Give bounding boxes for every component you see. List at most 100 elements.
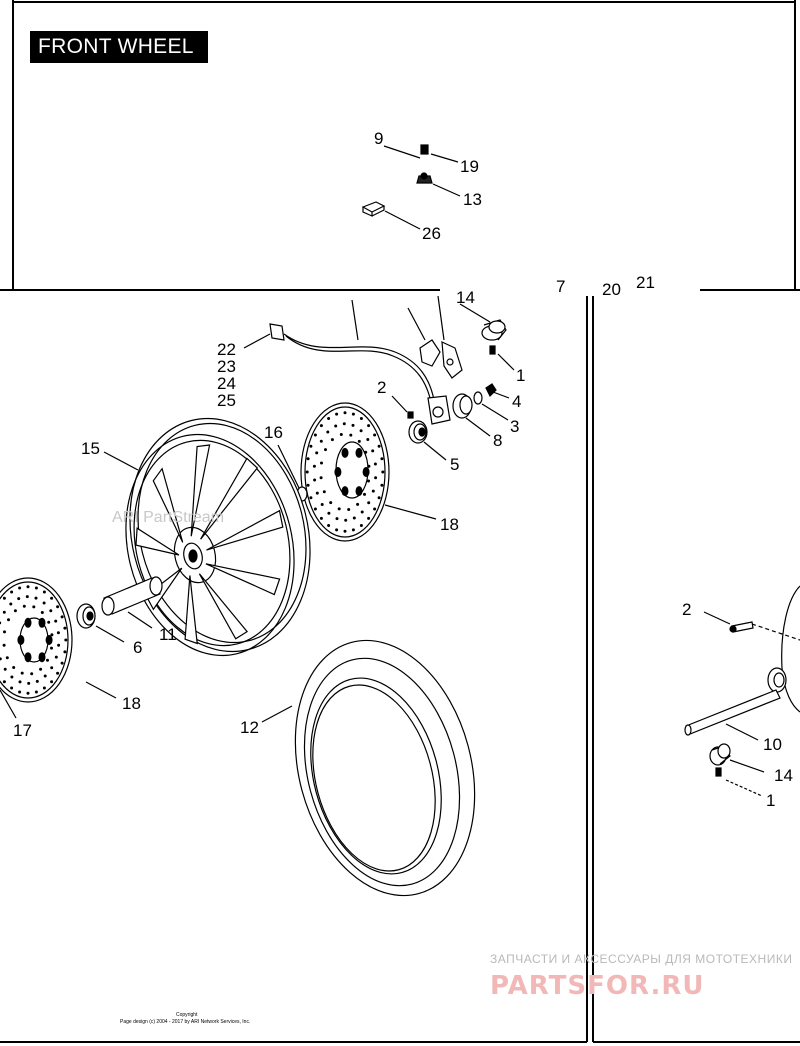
rotor-hole bbox=[42, 686, 46, 690]
leader-9 bbox=[383, 145, 421, 159]
callout-22: 22 bbox=[217, 340, 236, 359]
rotor-hole bbox=[30, 672, 34, 676]
rotor-hole bbox=[330, 438, 334, 442]
rotor-hole bbox=[313, 478, 317, 482]
rotor-hole bbox=[366, 438, 370, 441]
rotor-hole bbox=[367, 479, 370, 483]
rotor-hole bbox=[25, 595, 29, 599]
rotor-hole bbox=[63, 650, 67, 654]
rotor-hole bbox=[39, 667, 43, 671]
leader-2 bbox=[391, 395, 408, 413]
rotor-hole bbox=[334, 424, 338, 428]
rotor-hole bbox=[380, 457, 384, 461]
callout-5: 5 bbox=[450, 455, 459, 474]
callout-2: 2 bbox=[377, 378, 386, 397]
rotor-hole bbox=[60, 615, 64, 619]
rotor-slot bbox=[38, 617, 46, 628]
leader-1-right bbox=[725, 779, 763, 797]
leader-10 bbox=[725, 723, 759, 741]
rotor-hole bbox=[56, 605, 60, 609]
washer-3 bbox=[473, 391, 483, 405]
rotor-hole bbox=[329, 501, 333, 505]
rotor-hole bbox=[339, 433, 343, 436]
rotor-hole bbox=[380, 483, 384, 487]
rotor-hole bbox=[367, 424, 371, 428]
rotor-hole bbox=[22, 604, 26, 608]
rotor-hole bbox=[49, 609, 53, 613]
leader-18-left bbox=[85, 681, 117, 699]
leader-20-left bbox=[407, 307, 426, 341]
rotor-hole bbox=[54, 619, 58, 623]
rotor-hole bbox=[324, 448, 327, 452]
callout-20: 20 bbox=[602, 280, 621, 299]
rotor-hole bbox=[327, 511, 331, 515]
rotor-hole bbox=[60, 661, 64, 665]
brake-rotor-18-right bbox=[300, 402, 390, 542]
spacer-8 bbox=[452, 393, 473, 419]
rotor-hole bbox=[373, 507, 377, 511]
leader-16 bbox=[277, 444, 300, 489]
leader-4 bbox=[492, 391, 510, 399]
rotor-hole bbox=[342, 422, 346, 426]
rotor-slot bbox=[24, 617, 32, 628]
rotor-hole bbox=[349, 433, 353, 437]
bearing-6 bbox=[76, 603, 96, 629]
leader-8 bbox=[465, 417, 491, 437]
rotor-hole bbox=[320, 461, 323, 465]
callout-13: 13 bbox=[463, 190, 482, 209]
leader-1 bbox=[497, 353, 515, 371]
rotor-hole bbox=[32, 605, 36, 609]
rotor-hole bbox=[27, 681, 31, 685]
rotor-hole bbox=[26, 585, 30, 589]
rotor-hole bbox=[347, 508, 351, 511]
leader-12 bbox=[261, 705, 293, 723]
wheel-rim-15 bbox=[125, 417, 311, 657]
rotor-hole bbox=[367, 501, 371, 505]
rotor-hole bbox=[313, 433, 317, 437]
rotor-hole bbox=[363, 492, 366, 496]
leader-5 bbox=[423, 441, 447, 461]
rotor-hole bbox=[344, 518, 348, 522]
rotor-hole bbox=[3, 630, 6, 634]
rotor-slot bbox=[38, 652, 46, 663]
rotor-hole bbox=[359, 417, 363, 420]
rotor-hole bbox=[2, 680, 6, 684]
callout-3: 3 bbox=[510, 417, 519, 436]
rotor-hole bbox=[56, 671, 60, 675]
rotor-hole bbox=[12, 666, 16, 669]
wheel-spoke bbox=[200, 457, 259, 540]
wheel-spoke bbox=[205, 563, 281, 596]
rotor-hole bbox=[2, 610, 6, 614]
rotor-hole bbox=[335, 528, 339, 532]
bleeder-screw-9 bbox=[420, 144, 429, 155]
wheel-spoke bbox=[152, 467, 184, 543]
rotor-hole bbox=[359, 524, 363, 527]
rotor-hole bbox=[47, 620, 51, 624]
rotor-hole bbox=[40, 611, 44, 614]
rotor-hole bbox=[64, 638, 68, 642]
axle-10 bbox=[684, 689, 781, 736]
rotor-hole bbox=[319, 476, 323, 480]
callout-17: 17 bbox=[13, 721, 32, 740]
right-panel-rotor-edge bbox=[781, 585, 800, 713]
rotor-slot bbox=[334, 467, 342, 477]
wheel-speed-sensor bbox=[269, 323, 451, 425]
callout-21: 21 bbox=[636, 273, 655, 292]
rotor-slot bbox=[341, 447, 349, 458]
callout-10: 10 bbox=[763, 735, 782, 754]
rotor-hole bbox=[360, 510, 364, 514]
leader-3 bbox=[481, 403, 509, 421]
rotor-hole bbox=[306, 457, 310, 461]
wheel-spoke bbox=[190, 444, 211, 537]
rotor-hole bbox=[306, 483, 310, 487]
rotor-hole bbox=[371, 449, 375, 453]
rotor-slot bbox=[45, 635, 53, 645]
screw-1 bbox=[489, 345, 496, 355]
rotor-hole bbox=[5, 656, 9, 660]
rotor-hole bbox=[351, 528, 355, 532]
rotor-hole bbox=[50, 646, 53, 650]
rotor-slot bbox=[355, 486, 363, 497]
callout-14-top: 14 bbox=[456, 288, 475, 307]
rotor-hole bbox=[2, 596, 6, 600]
